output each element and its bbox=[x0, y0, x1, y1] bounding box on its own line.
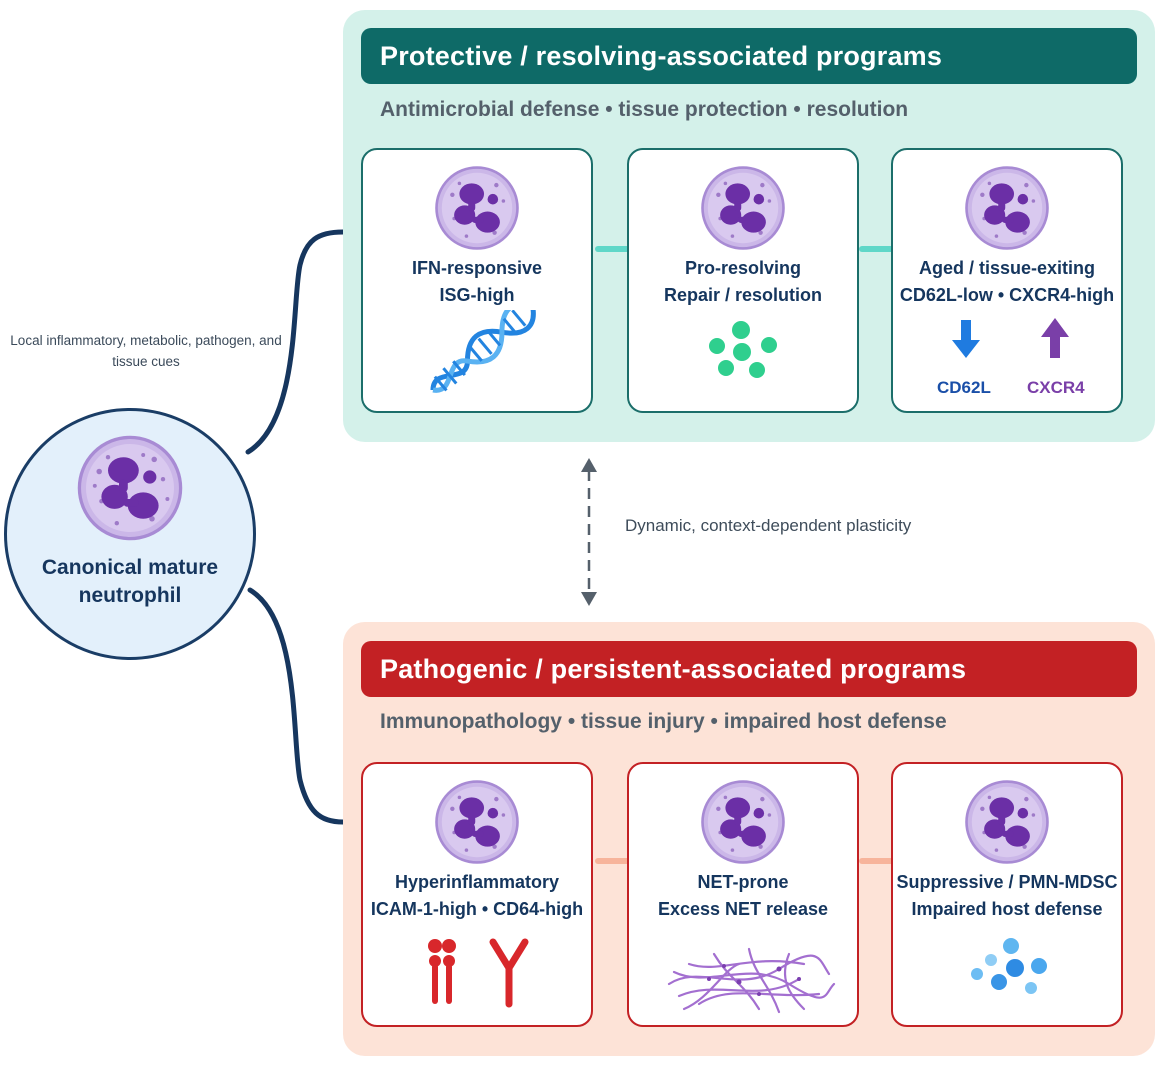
protective-title: Protective / resolving-associated progra… bbox=[361, 28, 1137, 84]
cd64-receptor-icon bbox=[489, 938, 529, 1008]
pathogenic-subtitle: Immunopathology • tissue injury • impair… bbox=[380, 710, 947, 733]
card-subtitle: Repair / resolution bbox=[663, 285, 823, 305]
program-card-ifn-responsive: IFN-responsive ISG-high bbox=[361, 148, 593, 413]
program-card-suppressive-pmn-mdsc: Suppressive / PMN-MDSC Impaired host def… bbox=[891, 762, 1123, 1027]
green-dots-icon bbox=[709, 321, 777, 378]
card-title: NET-prone bbox=[697, 872, 789, 892]
neutrophil-cell-icon bbox=[965, 166, 1049, 250]
card-title: IFN-responsive bbox=[411, 258, 543, 278]
neutrophil-cell-icon bbox=[701, 780, 785, 864]
card-title: Pro-resolving bbox=[684, 258, 802, 278]
cues-label: Local inflammatory, metabolic, pathogen,… bbox=[10, 333, 282, 369]
pathogenic-panel: Pathogenic / persistent-associated progr… bbox=[343, 622, 1155, 1056]
connector-to-pathogenic bbox=[247, 587, 346, 825]
card-title: Hyperinflammatory bbox=[394, 872, 560, 892]
card-connector bbox=[859, 858, 899, 864]
card-subtitle: Impaired host defense bbox=[911, 899, 1103, 919]
receptor-icon bbox=[428, 938, 529, 1008]
plasticity-arrow bbox=[581, 458, 597, 606]
card-connector bbox=[595, 246, 635, 252]
card-subtitle: ISG-high bbox=[439, 285, 515, 305]
card-connector bbox=[595, 858, 635, 864]
blue-dots-icon bbox=[971, 938, 1047, 994]
card-subtitle: ICAM-1-high • CD64-high bbox=[370, 899, 584, 919]
plasticity-label: Dynamic, context-dependent plasticity bbox=[625, 516, 912, 535]
neutrophil-cell-icon bbox=[77, 435, 183, 541]
program-card-aged-tissue-exiting: Aged / tissue-exiting CD62L-low • CXCR4-… bbox=[891, 148, 1123, 413]
card-connector bbox=[859, 246, 899, 252]
protective-subtitle: Antimicrobial defense • tissue protectio… bbox=[380, 98, 909, 121]
cd62l-label: CD62L bbox=[937, 378, 991, 397]
neutrophil-cell-icon bbox=[701, 166, 785, 250]
icam1-receptor-icon bbox=[428, 939, 456, 1004]
canonical-title-line1: Canonical mature bbox=[41, 556, 219, 579]
pathogenic-title: Pathogenic / persistent-associated progr… bbox=[361, 641, 1137, 697]
connector-to-protective bbox=[245, 229, 346, 455]
neutrophil-cell-icon bbox=[965, 780, 1049, 864]
neutrophil-cell-icon bbox=[435, 780, 519, 864]
program-card-hyperinflammatory: Hyperinflammatory ICAM-1-high • CD64-hig… bbox=[361, 762, 593, 1027]
canonical-neutrophil-node: Canonical mature neutrophil bbox=[4, 408, 256, 660]
card-title: Suppressive / PMN-MDSC bbox=[896, 872, 1118, 892]
net-fibers-icon bbox=[667, 947, 836, 1014]
dna-icon bbox=[430, 310, 536, 393]
card-subtitle: CD62L-low • CXCR4-high bbox=[899, 285, 1115, 305]
program-card-pro-resolving: Pro-resolving Repair / resolution bbox=[627, 148, 859, 413]
neutrophil-cell-icon bbox=[435, 166, 519, 250]
program-card-net-prone: NET-prone Excess NET release bbox=[627, 762, 859, 1027]
arrows-icon bbox=[952, 318, 1069, 358]
down-arrow-icon bbox=[952, 320, 980, 358]
protective-panel: Protective / resolving-associated progra… bbox=[343, 10, 1155, 442]
card-title: Aged / tissue-exiting bbox=[918, 258, 1096, 278]
up-arrow-icon bbox=[1041, 318, 1069, 358]
cxcr4-label: CXCR4 bbox=[1027, 378, 1085, 397]
card-subtitle: Excess NET release bbox=[657, 899, 829, 919]
canonical-title-line2: neutrophil bbox=[78, 584, 182, 607]
